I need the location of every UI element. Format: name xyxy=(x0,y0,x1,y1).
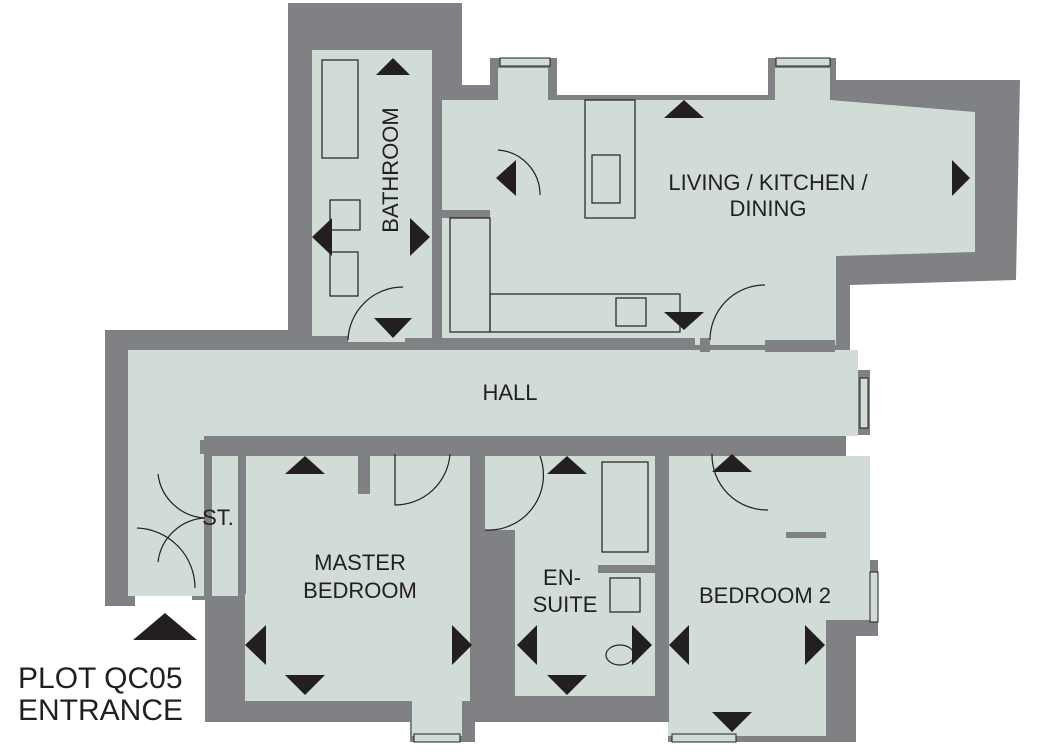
door-swing xyxy=(711,453,769,511)
arrow-up-icon xyxy=(712,454,752,472)
hall-label: HALL xyxy=(482,380,537,405)
kitchen-units-top xyxy=(584,99,636,219)
fixtures xyxy=(136,59,769,666)
arrow-left-icon xyxy=(245,625,266,665)
arrow-up-icon xyxy=(664,100,704,118)
ensuite-bath xyxy=(601,461,649,553)
internal-walls xyxy=(200,95,876,722)
entrance-label: ENTRANCE xyxy=(18,694,183,727)
view-markers xyxy=(133,58,970,732)
bathroom-floor xyxy=(312,50,432,342)
floor-areas xyxy=(128,50,975,736)
ensuite-floor-lower xyxy=(515,536,655,696)
door-swing xyxy=(394,453,451,506)
door-swing xyxy=(497,149,541,196)
arrow-right-icon xyxy=(952,160,970,196)
arrow-down-icon xyxy=(285,675,325,695)
bedroom2-label: BEDROOM 2 xyxy=(699,583,831,608)
bathroom-label: BATHROOM xyxy=(378,107,403,232)
door-swing xyxy=(157,473,206,519)
arrow-down-icon xyxy=(712,712,752,732)
bath-toilet xyxy=(329,199,361,231)
windows xyxy=(413,57,879,743)
arrow-left-icon xyxy=(496,160,516,196)
arrow-up-icon xyxy=(285,456,325,474)
entrance-arrow-icon xyxy=(133,613,197,640)
arrow-down-icon xyxy=(547,675,587,695)
door-swing xyxy=(709,284,766,341)
door-swing xyxy=(136,527,196,589)
arrow-right-icon xyxy=(410,218,430,256)
oven xyxy=(591,154,621,204)
arrow-right-icon xyxy=(805,625,825,665)
arrow-left-icon xyxy=(312,218,332,256)
store-label: ST. xyxy=(202,505,234,530)
kitchen-sink xyxy=(615,297,647,327)
hall-floor xyxy=(128,350,858,436)
arrow-up-icon xyxy=(547,456,587,474)
living-label-2: DINING xyxy=(730,196,807,221)
master-floor xyxy=(245,456,470,701)
arrow-right-icon xyxy=(632,625,652,665)
ensuite-label-2: SUITE xyxy=(533,592,598,617)
bathtub xyxy=(321,59,359,159)
living-floor xyxy=(440,68,975,345)
plot-label: PLOT QC05 xyxy=(18,662,183,695)
master-label-1: MASTER xyxy=(314,550,406,575)
ensuite-basin xyxy=(609,577,641,613)
ensuite-label-1: EN- xyxy=(543,565,581,590)
living-label-1: LIVING / KITCHEN / xyxy=(668,170,868,195)
arrow-right-icon xyxy=(452,625,472,665)
door-swing xyxy=(484,455,545,531)
door-swing xyxy=(347,286,404,341)
door-swing xyxy=(157,517,206,563)
master-label-2: BEDROOM xyxy=(303,578,417,603)
bedroom2-floor xyxy=(668,456,826,736)
store-floor xyxy=(212,456,238,596)
arrow-down-icon xyxy=(374,318,412,338)
arrow-down-icon xyxy=(664,312,704,330)
arrow-up-icon xyxy=(376,58,410,75)
arrow-left-icon xyxy=(517,625,537,665)
kitchen-units-left xyxy=(449,217,491,333)
master-bay xyxy=(412,700,462,736)
bath-basin xyxy=(329,251,359,297)
arrow-left-icon xyxy=(669,625,689,665)
bedroom2-floor-right xyxy=(826,456,870,626)
